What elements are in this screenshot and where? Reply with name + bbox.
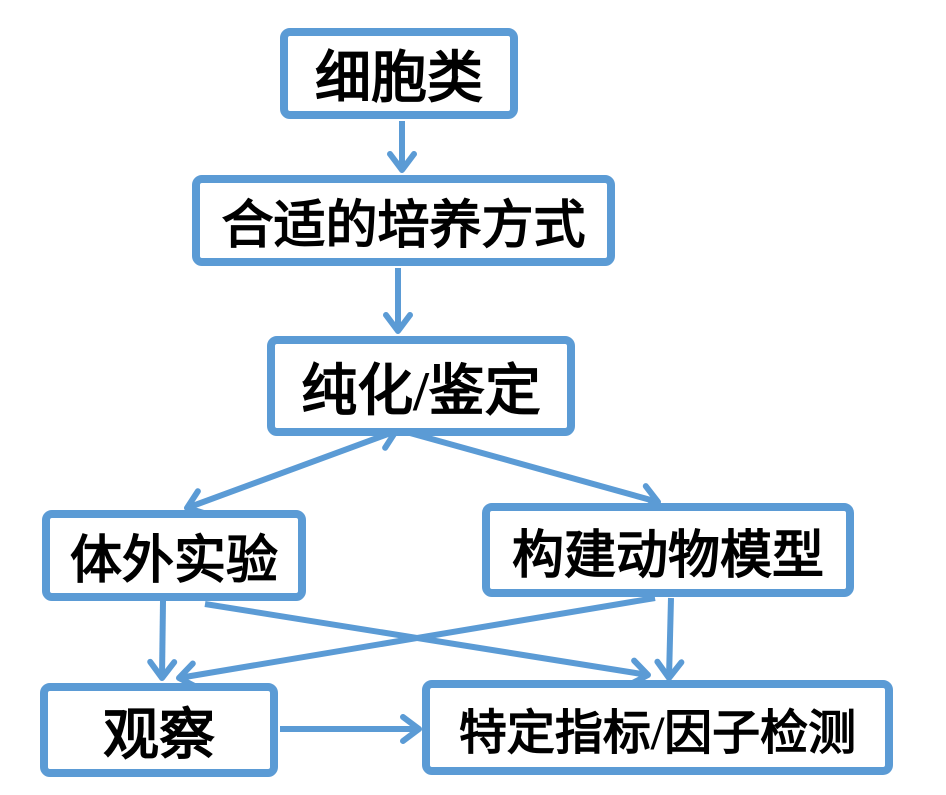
node-observation-label: 观察 — [103, 704, 215, 767]
node-purification-identification: 纯化/鉴定 — [267, 336, 575, 436]
node-cell-type: 细胞类 — [280, 28, 518, 119]
edge-animal-model-to-observation-arrow — [176, 595, 656, 691]
edge-purification-to-animal-model-arrow — [409, 430, 661, 513]
node-indicator-factor-detection-label: 特定指标/因子检测 — [458, 706, 857, 760]
node-in-vitro-experiment-label: 体外实验 — [69, 533, 278, 590]
node-indicator-factor-detection: 特定指标/因子检测 — [422, 680, 893, 775]
node-observation: 观察 — [40, 683, 278, 777]
node-culture-method-label: 合适的培养方式 — [221, 198, 586, 255]
node-cell-type-label: 细胞类 — [315, 48, 483, 110]
edge-in-vitro-to-detection-arrow — [204, 601, 651, 688]
edge-animal-model-to-detection-arrow — [654, 597, 685, 681]
node-in-vitro-experiment: 体外实验 — [42, 510, 306, 601]
edge-in-vitro-to-observation-arrow — [147, 600, 178, 681]
node-purification-identification-label: 纯化/鉴定 — [301, 360, 541, 423]
node-animal-model: 构建动物模型 — [482, 503, 854, 597]
node-culture-method: 合适的培养方式 — [192, 175, 615, 266]
edge-purification-to-in-vitro-double-arrow — [184, 422, 399, 517]
node-animal-model-label: 构建动物模型 — [511, 527, 824, 585]
